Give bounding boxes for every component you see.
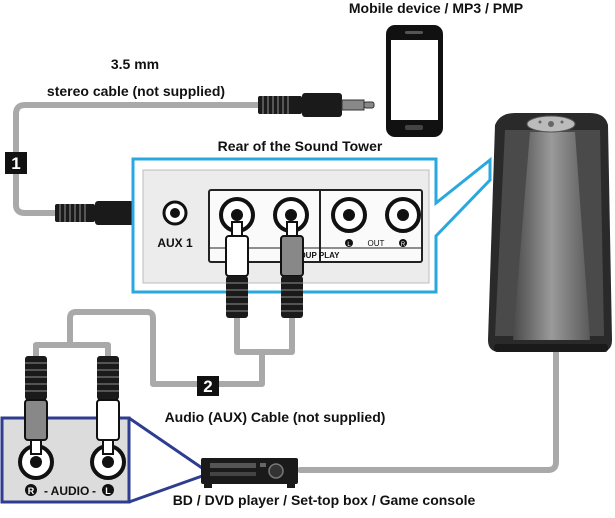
out-label: OUT [368, 239, 385, 248]
rca-plug-icon-left [225, 221, 249, 318]
group-play-label: / GROUP PLAY [283, 251, 340, 260]
rca-plug-icon-source-right [96, 356, 120, 455]
speaker-cable-wire [297, 349, 559, 473]
rear-title: Rear of the Sound Tower [218, 138, 383, 154]
aux1-label: AUX 1 [157, 236, 193, 250]
source-device-label: BD / DVD player / Set-top box / Game con… [173, 492, 476, 508]
source-audio-panel: R AUDIO - - L [0, 416, 206, 504]
smartphone-icon [386, 25, 443, 137]
audio-panel-label: AUDIO [51, 484, 90, 498]
svg-text:-: - [44, 484, 48, 498]
rca-plug-icon-right [280, 221, 304, 318]
audio-cable-label: Audio (AUX) Cable (not supplied) [165, 409, 386, 425]
av-receiver-icon [201, 458, 298, 488]
rca-cable-wire-c [67, 342, 111, 359]
step-2-badge: 2 [197, 376, 219, 396]
svg-text:R: R [28, 486, 35, 496]
svg-text:L: L [347, 242, 351, 248]
rca-cable-wire-a [234, 315, 295, 355]
svg-text:2: 2 [203, 377, 212, 396]
mobile-device-label: Mobile device / MP3 / PMP [349, 0, 523, 16]
aux1-jack [162, 200, 188, 226]
svg-text:-: - [92, 484, 96, 498]
rca-cable-wire-b [33, 309, 265, 387]
cable-size-label: 3.5 mm [111, 56, 159, 72]
svg-text:1: 1 [11, 154, 20, 173]
stereo-jack-icon-top [258, 93, 375, 117]
rca-plug-icon-source-left [24, 356, 48, 455]
stereo-cable-label: stereo cable (not supplied) [47, 83, 225, 99]
in-jacks [219, 197, 309, 233]
svg-text:L: L [105, 486, 111, 496]
out-markers: L OUT R [345, 239, 407, 248]
out-jacks [331, 197, 421, 233]
svg-text:R: R [401, 242, 406, 248]
speaker-tower-icon [488, 113, 612, 352]
step-1-badge: 1 [5, 152, 27, 174]
rear-panel-callout: AUX 1 IN / GROUP PLAY L OUT R [131, 156, 492, 294]
